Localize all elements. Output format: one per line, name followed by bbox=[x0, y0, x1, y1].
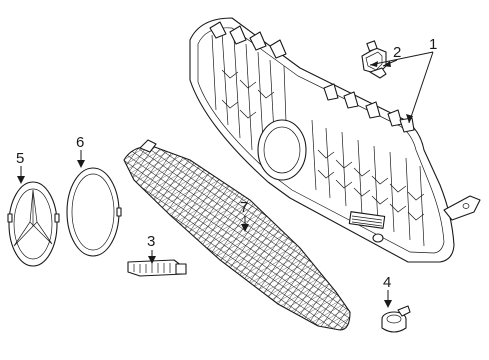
callout-2: 2 bbox=[393, 44, 401, 61]
callout-3: 3 bbox=[147, 233, 155, 250]
emblem-ring bbox=[66, 167, 122, 257]
callout-6: 6 bbox=[76, 134, 84, 151]
leader-lines bbox=[17, 51, 434, 308]
bracket-clip bbox=[361, 40, 387, 79]
callout-1: 1 bbox=[429, 36, 437, 53]
grille-chevrons bbox=[221, 69, 425, 221]
parking-sensor bbox=[381, 305, 411, 333]
callout-7: 7 bbox=[240, 199, 248, 216]
grille-bars bbox=[211, 31, 425, 247]
sensor-module bbox=[127, 259, 187, 277]
callout-labels: 1 2 3 4 5 6 7 bbox=[16, 36, 437, 291]
emblem-mount-ring bbox=[257, 119, 307, 181]
star-emblem bbox=[7, 181, 60, 267]
lower-mesh-grille bbox=[123, 139, 351, 331]
grille-side-bracket bbox=[443, 195, 481, 221]
grille-fin-tops bbox=[209, 21, 415, 133]
callout-4: 4 bbox=[383, 274, 391, 291]
grille-assembly bbox=[189, 17, 481, 263]
sensor-window bbox=[348, 211, 386, 229]
callout-5: 5 bbox=[16, 150, 24, 167]
